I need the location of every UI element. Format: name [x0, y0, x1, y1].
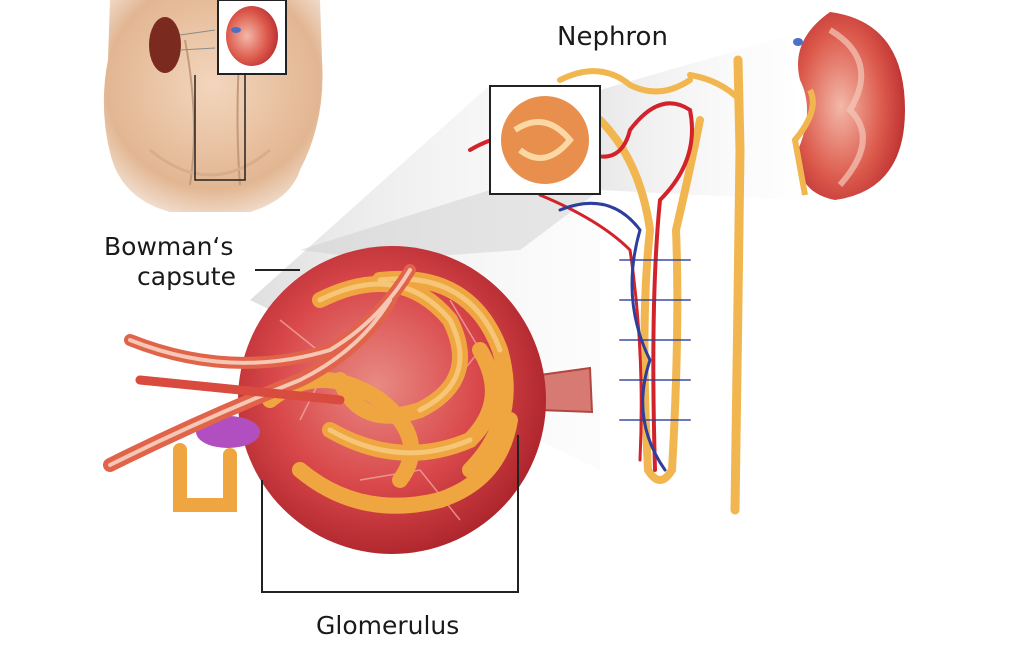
kidney-cross-section: [791, 12, 905, 200]
glomerulus-leader-bracket: [261, 435, 519, 593]
glomerulus-label: Glomerulus: [316, 611, 460, 640]
afferent-tubule-bundle: [103, 264, 416, 512]
nephron-inset-box: [489, 85, 601, 195]
vein-blue: [558, 201, 667, 472]
collecting-duct: [730, 55, 745, 515]
bowmans-label-line2: capsute: [137, 261, 236, 291]
bowmans-label-line1: Bowman‘s: [104, 232, 234, 261]
nephron-label: Nephron: [557, 22, 668, 52]
nephron-tubule: [468, 55, 745, 515]
torso-figure: [103, 0, 323, 212]
zoom-cone-shadow: [300, 190, 600, 260]
kidney-in-torso: [149, 17, 181, 73]
kidney-inset-box: [217, 0, 287, 75]
glomerulus-sphere: [196, 246, 594, 554]
